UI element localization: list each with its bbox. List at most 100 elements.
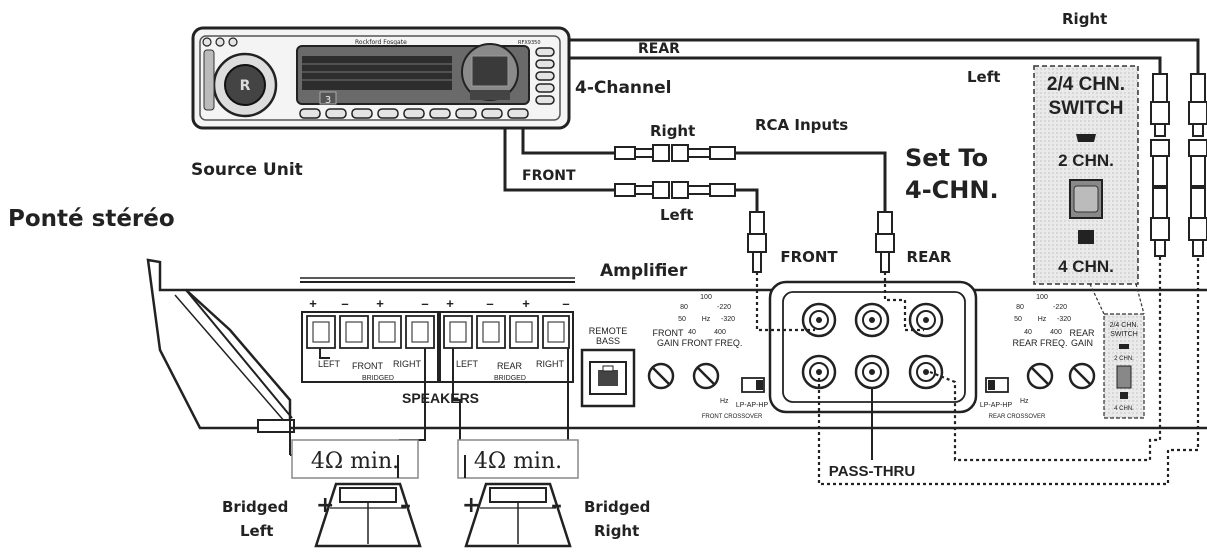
term-left-2: LEFT — [456, 359, 479, 369]
plus-right: + — [462, 493, 480, 518]
bridged-right-2: Right — [594, 522, 639, 540]
right-buttons — [535, 47, 555, 105]
term-front: FRONT — [352, 361, 383, 371]
right-rca-cables — [1150, 73, 1207, 257]
impedance-right: 4Ω min. — [474, 449, 562, 474]
front-rca-plug — [747, 211, 767, 273]
label-front: FRONT — [522, 168, 576, 184]
source-unit: R 3 Rockford Fosgate RFX9350 — [191, 26, 571, 130]
label-rear: REAR — [638, 41, 680, 57]
front-freq-label: FRONT FREQ. — [682, 338, 743, 348]
rear-crossover-label: REAR CROSSOVER — [989, 414, 1046, 420]
front-crossover-switch[interactable] — [741, 377, 765, 393]
rear-hz: Hz — [1038, 316, 1047, 323]
rear-rca-plug — [875, 211, 895, 273]
label-right-top: Right — [1062, 10, 1107, 28]
rear-lp-ap-hp: LP-AP-HP — [980, 402, 1013, 409]
switch-opt-4ch: 4 CHN. — [1058, 257, 1114, 276]
channel-switch-box: 2/4 CHN. SWITCH 2 CHN. 4 CHN. — [1033, 65, 1139, 285]
front-gain-1: FRONT — [653, 328, 684, 338]
rear-jack-label: REAR — [907, 248, 952, 266]
term-left-1: LEFT — [318, 359, 341, 369]
rear-tick-100: 100 — [1036, 294, 1048, 301]
bridged-left-2: Left — [240, 522, 273, 540]
rear-freq-label: REAR FREQ. — [1012, 338, 1067, 348]
term-bridged-1: BRIDGED — [362, 375, 394, 382]
amplifier-label: Amplifier — [600, 261, 688, 281]
minus-left: – — [400, 493, 411, 518]
switch-title-2: SWITCH — [1049, 98, 1124, 119]
term-rear: REAR — [497, 361, 523, 371]
rca-connector-left — [614, 181, 736, 199]
front-tick-320: -320 — [721, 316, 735, 323]
term-bridged-2: BRIDGED — [494, 375, 526, 382]
svg-text:R: R — [240, 78, 251, 94]
front-hz: Hz — [702, 316, 711, 323]
label-speakers: SPEAKERS — [402, 390, 479, 406]
rear-tick-400: 400 — [1050, 329, 1062, 336]
pol-8: – — [562, 296, 569, 311]
front-jack-label: FRONT — [780, 248, 838, 266]
front-hz-2: Hz — [720, 398, 729, 405]
pol-6: – — [486, 296, 493, 311]
front-wires — [503, 128, 887, 212]
front-gain-knob[interactable] — [647, 362, 675, 390]
front-lp-ap-hp: LP-AP-HP — [736, 402, 769, 409]
speaker-terminals: + – + – + – + – LEFT FRONT RIGHT BRIDG — [301, 296, 574, 383]
label-left-rca: Left — [660, 206, 693, 224]
front-crossover-label: FRONT CROSSOVER — [702, 414, 763, 420]
brand-logo: Rockford Fosgate — [355, 39, 407, 46]
diagram-title: Ponté stéréo — [8, 206, 175, 232]
rear-gain-1: REAR — [1069, 328, 1095, 338]
rear-crossover-switch[interactable] — [985, 377, 1009, 393]
pol-4: – — [421, 296, 428, 311]
front-gain-2: GAIN — [657, 338, 679, 348]
front-tick-50: 50 — [678, 316, 686, 323]
display-digit: 3 — [325, 95, 331, 106]
speaker-left — [314, 482, 422, 548]
label-right-rca: Right — [650, 122, 695, 140]
mini-switch-1: 2/4 CHN. — [1110, 322, 1139, 329]
switch-title-1: 2/4 CHN. — [1047, 74, 1125, 95]
front-tick-400: 400 — [714, 329, 726, 336]
label-rca-inputs: RCA Inputs — [755, 116, 848, 134]
pass-thru-label: PASS-THRU — [829, 463, 915, 480]
remote-bass-1: REMOTE — [589, 326, 628, 336]
impedance-box-left: 4Ω min. — [291, 439, 419, 479]
term-right-1: RIGHT — [393, 359, 422, 369]
pass-thru-paths — [817, 256, 1200, 486]
rear-freq-knob[interactable] — [1026, 362, 1054, 390]
rca-jack-panel — [768, 280, 978, 414]
front-freq-knob[interactable] — [692, 362, 720, 390]
rear-tick-320: -320 — [1057, 316, 1071, 323]
model-badge: RFX9350 — [518, 40, 541, 46]
impedance-box-right: 4Ω min. — [457, 439, 579, 479]
preset-buttons — [299, 108, 529, 119]
rear-tick-220: -220 — [1053, 304, 1067, 311]
rear-gain-2: GAIN — [1071, 338, 1093, 348]
rear-hz-2: Hz — [1020, 398, 1029, 405]
front-tick-40: 40 — [688, 329, 696, 336]
rear-tick-80: 80 — [1016, 304, 1024, 311]
term-right-2: RIGHT — [536, 359, 565, 369]
amplifier-body — [146, 258, 1207, 433]
impedance-left: 4Ω min. — [311, 449, 399, 474]
label-4-channel: 4-Channel — [575, 78, 672, 98]
pol-2: – — [341, 296, 348, 311]
rear-tick-40: 40 — [1024, 329, 1032, 336]
plus-left: + — [316, 493, 334, 518]
mini-channel-switch: 2/4 CHN. SWITCH 2 CHN. 4 CHN. — [1103, 313, 1145, 419]
bridged-left-1: Bridged — [222, 498, 288, 516]
set-to-line1: Set To — [905, 144, 988, 172]
input-dotted-paths — [755, 272, 924, 332]
switch-opt-2ch: 2 CHN. — [1058, 151, 1114, 170]
rear-gain-knob[interactable] — [1068, 362, 1096, 390]
pol-7: + — [522, 296, 530, 311]
label-left-top: Left — [967, 68, 1000, 86]
mini-switch-2: SWITCH — [1110, 331, 1138, 338]
rca-connector-right — [614, 144, 736, 162]
remote-bass-2: BASS — [596, 336, 620, 346]
speaker-right — [464, 482, 572, 548]
front-tick-220: -220 — [717, 304, 731, 311]
